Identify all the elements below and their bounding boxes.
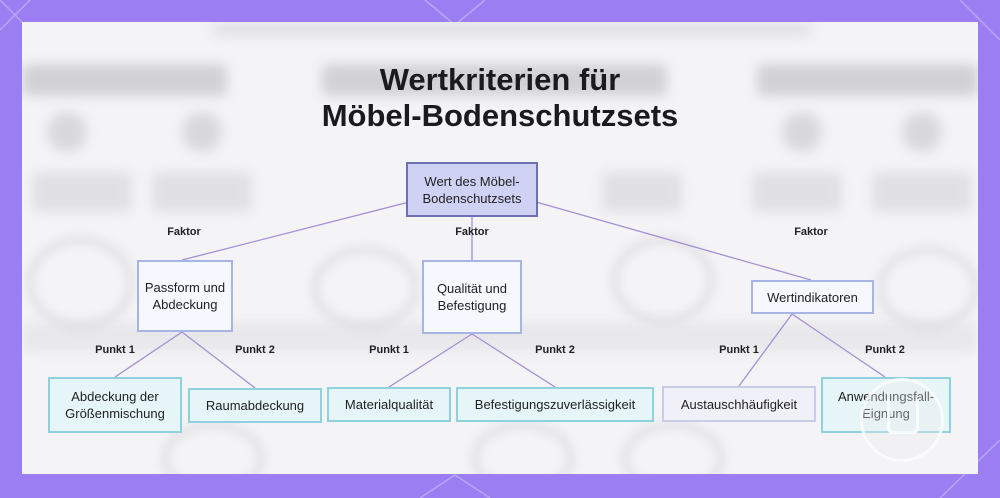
category-label-qualitaet: Qualität und Befestigung (436, 281, 508, 313)
leaf-label-befestigungszuverlaessigkeit: Befestigungszuverlässigkeit (474, 397, 636, 412)
edge-label-point1-b: Punkt 1 (369, 344, 409, 356)
edge-wertindikatoren-p1 (738, 313, 793, 387)
edge-root-passform (181, 199, 418, 261)
background-blur (602, 172, 682, 212)
root-label: Wert des Möbel-Bodenschutzsets (422, 173, 522, 206)
background-blur (152, 172, 252, 212)
edge-label-point2-b: Punkt 2 (535, 344, 575, 356)
category-node-wertindikatoren: Wertindikatoren (751, 280, 874, 314)
background-blur (622, 422, 724, 474)
diagram-edges (114, 199, 886, 389)
background-blur (902, 112, 942, 152)
edge-label-factor-2: Faktor (455, 226, 489, 238)
background-blur (212, 22, 812, 36)
edge-label-point2-c: Punkt 2 (865, 344, 905, 356)
background-blur (322, 64, 667, 96)
edge-wertindikatoren-p2 (791, 313, 886, 378)
background-blur (182, 112, 222, 152)
leaf-node-groessenmischung: Abdeckung der Größenmischung (48, 377, 182, 433)
title-line-2: Möbel-Bodenschutzsets (321, 98, 679, 133)
leaf-label-austauschhaeufigkeit: Austauschhäufigkeit (680, 396, 798, 412)
category-label-passform: Passform und Abdeckung (144, 280, 226, 312)
diagram-panel: Wertkriterien für Möbel-Bodenschutzsets … (22, 22, 978, 474)
background-blur (872, 172, 972, 212)
watermark-badge-icon (860, 378, 944, 462)
edge-label-factor-3: Faktor (794, 226, 828, 238)
leaf-node-befestigungszuverlaessigkeit: Befestigungszuverlässigkeit (456, 387, 654, 422)
edge-passform-p2 (181, 331, 256, 389)
background-blur (32, 172, 132, 212)
edge-label-point1-a: Punkt 1 (95, 344, 135, 356)
cup-icon (887, 399, 919, 434)
edge-label-point1-c: Punkt 1 (719, 344, 759, 356)
edge-root-wertindikatoren (528, 199, 812, 281)
category-label-wertindikatoren: Wertindikatoren (767, 289, 858, 305)
edge-label-factor-1: Faktor (167, 226, 201, 238)
background-blur (782, 112, 822, 152)
background-blur (472, 422, 574, 474)
leaf-node-austauschhaeufigkeit: Austauschhäufigkeit (662, 386, 816, 422)
leaf-label-raumabdeckung: Raumabdeckung (205, 398, 305, 413)
leaf-label-materialqualitaet: Materialqualität (344, 397, 434, 412)
leaf-node-materialqualitaet: Materialqualität (327, 387, 451, 422)
edge-label-point2-a: Punkt 2 (235, 344, 275, 356)
edge-qualitaet-p2 (471, 333, 556, 388)
background-blur (757, 64, 978, 96)
background-blur (752, 172, 842, 212)
category-node-passform: Passform und Abdeckung (137, 260, 233, 332)
leaf-node-raumabdeckung: Raumabdeckung (188, 388, 322, 423)
edge-passform-p1 (114, 331, 183, 378)
root-node: Wert des Möbel-Bodenschutzsets (406, 162, 538, 217)
leaf-label-groessenmischung: Abdeckung der Größenmischung (65, 389, 165, 421)
diagram-title: Wertkriterien für Möbel-Bodenschutzsets (22, 62, 978, 134)
background-blur (22, 64, 227, 96)
category-node-qualitaet: Qualität und Befestigung (422, 260, 522, 334)
title-line-1: Wertkriterien für (379, 62, 621, 97)
edge-qualitaet-p1 (388, 333, 473, 388)
background-blur (612, 237, 714, 324)
background-blur (162, 422, 264, 474)
background-blur (47, 112, 87, 152)
